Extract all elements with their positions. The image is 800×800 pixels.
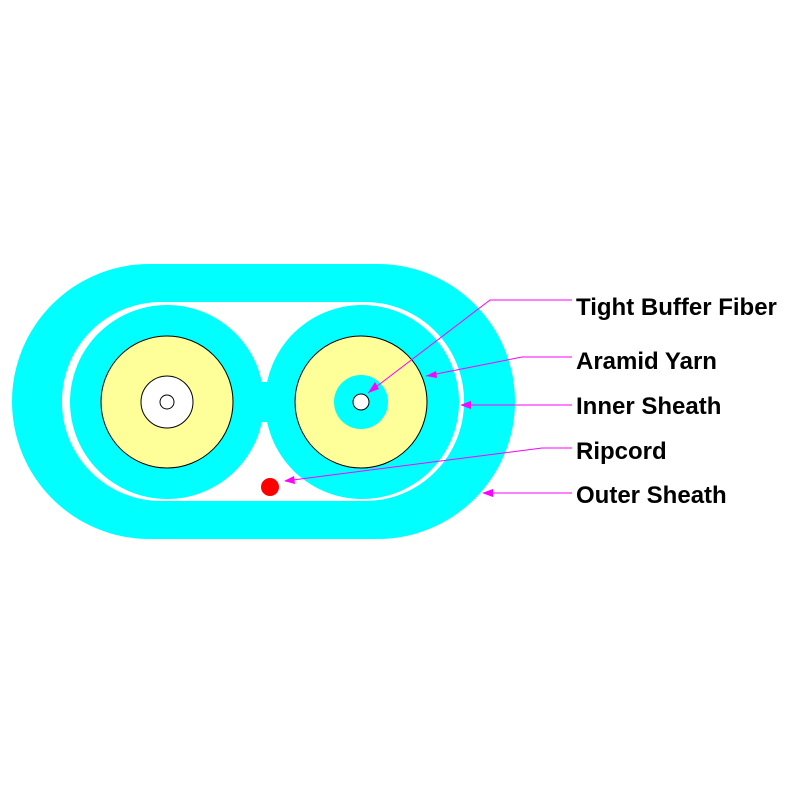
ripcord [261,478,279,496]
arrowhead-inner-sheath [460,401,471,409]
arrowhead-ripcord [284,476,295,484]
left-fiber-unit [100,335,234,469]
leader-ripcord [284,447,572,482]
fiber-core-left [159,394,175,410]
right-fiber-unit [294,335,428,469]
fiber-core-right [352,393,370,411]
leader-lines [284,299,572,494]
label-outer-sheath: Outer Sheath [576,482,727,509]
arrowhead-outer-sheath [482,489,493,497]
label-aramid-yarn: Aramid Yarn [576,348,717,375]
leader-arrowheads [284,371,493,497]
leader-aramid-yarn [425,356,572,377]
label-inner-sheath: Inner Sheath [576,393,721,420]
arrowhead-aramid-yarn [426,371,437,378]
leader-tight-buffer-fiber [367,299,572,394]
label-ripcord: Ripcord [576,438,667,465]
label-tight-buffer-fiber: Tight Buffer Fiber [576,294,777,321]
arrowhead-tight-buffer-fiber [368,382,379,393]
